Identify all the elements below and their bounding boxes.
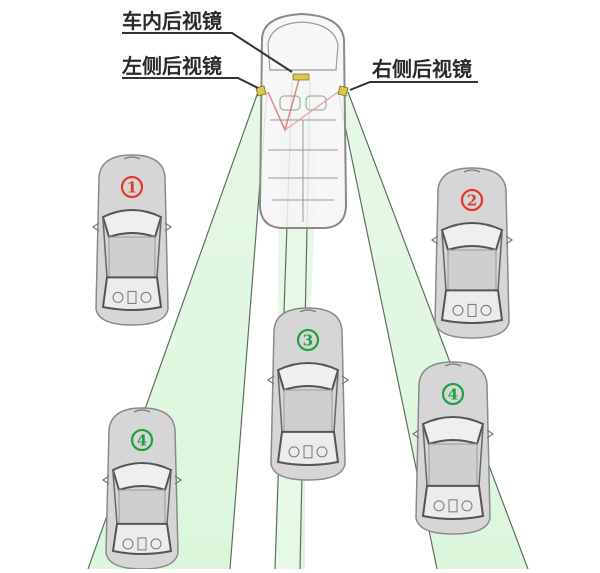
car-1: 1 <box>91 154 173 326</box>
car-4-right: 4 <box>411 361 495 535</box>
interior-mirror-label: 车内后视镜 <box>122 9 222 33</box>
car-number: 1 <box>127 179 137 197</box>
car-number: 3 <box>303 332 313 350</box>
right-mirror-label: 右侧后视镜 <box>372 57 472 81</box>
car-4-left: 4 <box>101 407 183 570</box>
right-mirror <box>337 85 349 97</box>
car-number: 4 <box>448 386 458 404</box>
main-car <box>255 12 349 229</box>
leader-lines <box>122 32 478 91</box>
car-number: 4 <box>137 432 147 450</box>
car-3: 3 <box>266 307 350 481</box>
other-cars: 1 2 3 4 4 <box>91 154 514 570</box>
car-2: 2 <box>430 167 514 339</box>
left-mirror <box>255 85 267 97</box>
left-mirror-label: 左侧后视镜 <box>122 54 222 78</box>
interior-mirror <box>292 73 310 81</box>
car-number: 2 <box>467 192 477 210</box>
